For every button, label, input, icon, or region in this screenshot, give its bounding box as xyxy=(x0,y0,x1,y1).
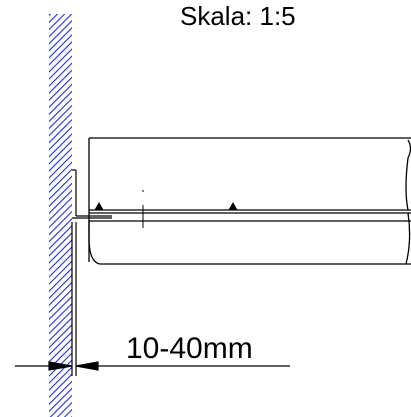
dimension-label: 10-40mm xyxy=(126,332,253,365)
wall-hatch xyxy=(49,14,72,417)
scale-label: Skala: 1:5 xyxy=(180,1,296,31)
air-conditioner-unit xyxy=(88,137,411,265)
mounting-screws xyxy=(94,201,238,211)
mounting-bracket xyxy=(72,169,112,219)
screw-icon xyxy=(94,201,104,211)
dimension-lines xyxy=(15,222,290,376)
arrow-right-icon xyxy=(48,361,73,371)
arrow-left-icon xyxy=(75,361,99,371)
screw-icon xyxy=(228,201,238,211)
